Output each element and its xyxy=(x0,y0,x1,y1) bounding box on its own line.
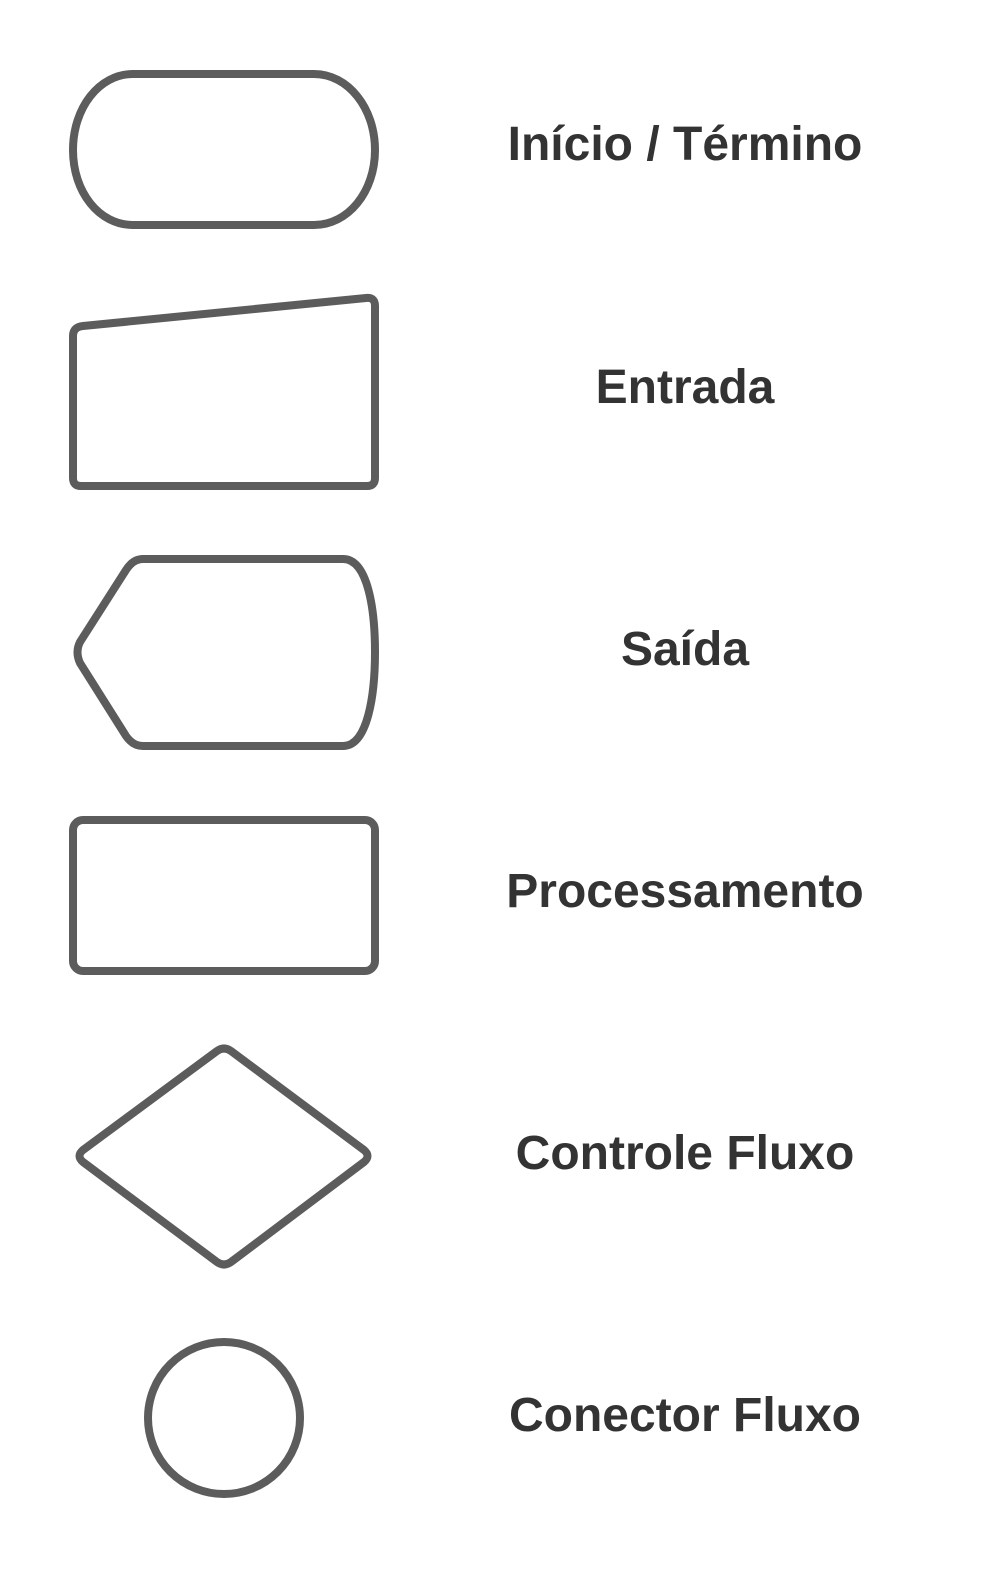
manual-input-label: Entrada xyxy=(595,361,775,414)
process-shape xyxy=(69,816,379,975)
display-shape xyxy=(73,555,379,750)
connector-shape xyxy=(144,1338,304,1498)
display-label: Saída xyxy=(620,623,750,676)
decision-shape xyxy=(75,1044,372,1269)
manual-input-shape xyxy=(69,293,379,490)
connector-label: Conector Fluxo xyxy=(508,1389,861,1442)
terminator-shape xyxy=(69,70,379,229)
terminator-label: Início / Término xyxy=(507,118,863,171)
decision-label: Controle Fluxo xyxy=(515,1127,855,1180)
process-label: Processamento xyxy=(506,865,864,918)
